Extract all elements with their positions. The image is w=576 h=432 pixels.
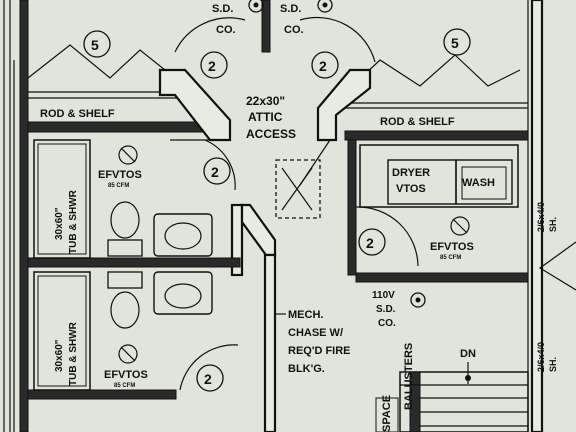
laundry-wall-bottom [355, 272, 529, 283]
tub-lower-label: TUB & SHWR [68, 321, 79, 386]
hall-angled-jog [240, 203, 277, 257]
laundry-wall-left [347, 139, 357, 276]
door-tag-2-upper-right: 2 [319, 58, 327, 74]
mech-label-4: BLK'G. [288, 363, 325, 375]
smoke-detector-icon [410, 292, 426, 308]
efvtos-upper-label: EFVTOS [98, 169, 142, 181]
bath-lower-wall [27, 389, 177, 400]
sd-label-top-left: S.D. [212, 3, 233, 15]
closet-right-wall [344, 130, 529, 141]
efvtos-right-cfm: 85 CFM [440, 255, 461, 261]
efvtos-upper-cfm: 85 CFM [108, 183, 129, 189]
door-swing-laundry [355, 206, 419, 267]
tub-upper-label: TUB & SHWR [68, 189, 79, 254]
dryer-label: DRYER [392, 167, 430, 179]
rod-shelf-right-label: ROD & SHELF [380, 116, 455, 128]
sd-mid-label: S.D. [376, 304, 396, 315]
efvtos-lower-cfm: 85 CFM [114, 383, 135, 389]
dryer-vent-label: VTOS [396, 183, 426, 195]
door-swing-top-left [174, 17, 246, 53]
co-mid-label: CO. [378, 318, 396, 329]
access-label: ACCESS [246, 127, 296, 141]
co-label-top-right: CO. [284, 24, 304, 36]
exhaust-fan-upper [118, 145, 138, 165]
rod-shelf-left-label: ROD & SHELF [40, 108, 115, 120]
attic-size-label: 22x30" [246, 94, 285, 108]
sd-mid-voltage-label: 110V [372, 290, 395, 301]
exterior-wall-right [530, 0, 544, 432]
closet-left-wall [27, 121, 204, 133]
smoke-detector-icon [317, 0, 333, 13]
toilet-tank-lower [107, 271, 143, 289]
exhaust-fan-lower [118, 344, 138, 364]
bath-divider-wall [27, 257, 241, 268]
door-tag-2-bottom: 2 [204, 371, 212, 387]
mech-label-2: CHASE W/ [288, 327, 343, 339]
washer [455, 159, 513, 205]
space-label: SPACE [381, 395, 393, 432]
mech-chase-wall [263, 253, 277, 432]
sink-upper [153, 213, 213, 257]
bathroom-lower [27, 271, 239, 400]
mech-label-1: MECH. [288, 309, 323, 321]
window-dim-lower: 2/6x4/0 [536, 342, 546, 372]
bathroom-upper [27, 139, 241, 268]
hall-center-wall [261, 0, 271, 53]
window-arrow [538, 241, 576, 291]
hall-wall-left [230, 203, 244, 277]
door-tag-5-right-text: 5 [451, 35, 459, 51]
door-swing-bath-upper [204, 139, 236, 191]
door-swing-bath-lower [179, 344, 239, 391]
co-label-top-left: CO. [216, 24, 236, 36]
tub-lower-size: 30x60" [54, 339, 65, 372]
door-tag-5-left-text: 5 [91, 37, 99, 53]
wash-label: WASH [462, 177, 495, 189]
toilet-bowl-upper [110, 201, 140, 239]
door-swing-top-right [299, 16, 376, 63]
door-tag-5-left [83, 30, 111, 58]
efvtos-lower-label: EFVTOS [104, 369, 148, 381]
efvtos-right-label: EFVTOS [430, 241, 474, 253]
laundry [355, 144, 529, 283]
attic-label: ATTIC [248, 110, 283, 124]
balusters-label: BALUSTERS [403, 343, 415, 410]
door-tag-2-upper-left: 2 [208, 58, 216, 74]
closet-left: ROD & SHELF [27, 44, 204, 133]
stairs [375, 362, 529, 432]
window-dim-upper: 2/6x4/0 [536, 202, 546, 232]
smoke-detector-icon [248, 0, 264, 13]
door-tag-2-laundry: 2 [366, 235, 374, 251]
window-dim-upper-sh: SH. [548, 217, 558, 232]
stairs-down-label: DN [460, 348, 476, 360]
exhaust-fan-laundry [450, 216, 470, 236]
door-tags: 5 5 2 2 2 2 2 [83, 28, 471, 392]
window-dim-lower-sh: SH. [548, 357, 558, 372]
closet-right: ROD & SHELF [344, 54, 529, 141]
toilet-tank-upper [107, 239, 143, 257]
room-labels: S.D. CO. S.D. CO. 22x30" ATTIC ACCESS 30… [54, 0, 558, 432]
door-tag-5-right [443, 28, 471, 56]
attic-access-outline [275, 159, 321, 219]
toilet-bowl-lower [110, 291, 140, 329]
tub-upper-size: 30x60" [54, 207, 65, 240]
sink-lower [153, 271, 213, 315]
tub-upper [33, 139, 91, 259]
left-margin-lines [3, 0, 15, 432]
exterior-wall-left [19, 0, 29, 432]
hall-angled-wall-right [316, 68, 372, 142]
mech-label-3: REQ'D FIRE [288, 345, 351, 357]
tub-lower [33, 271, 91, 391]
door-tag-2-hall: 2 [211, 164, 219, 180]
sd-label-top-right: S.D. [280, 3, 301, 15]
